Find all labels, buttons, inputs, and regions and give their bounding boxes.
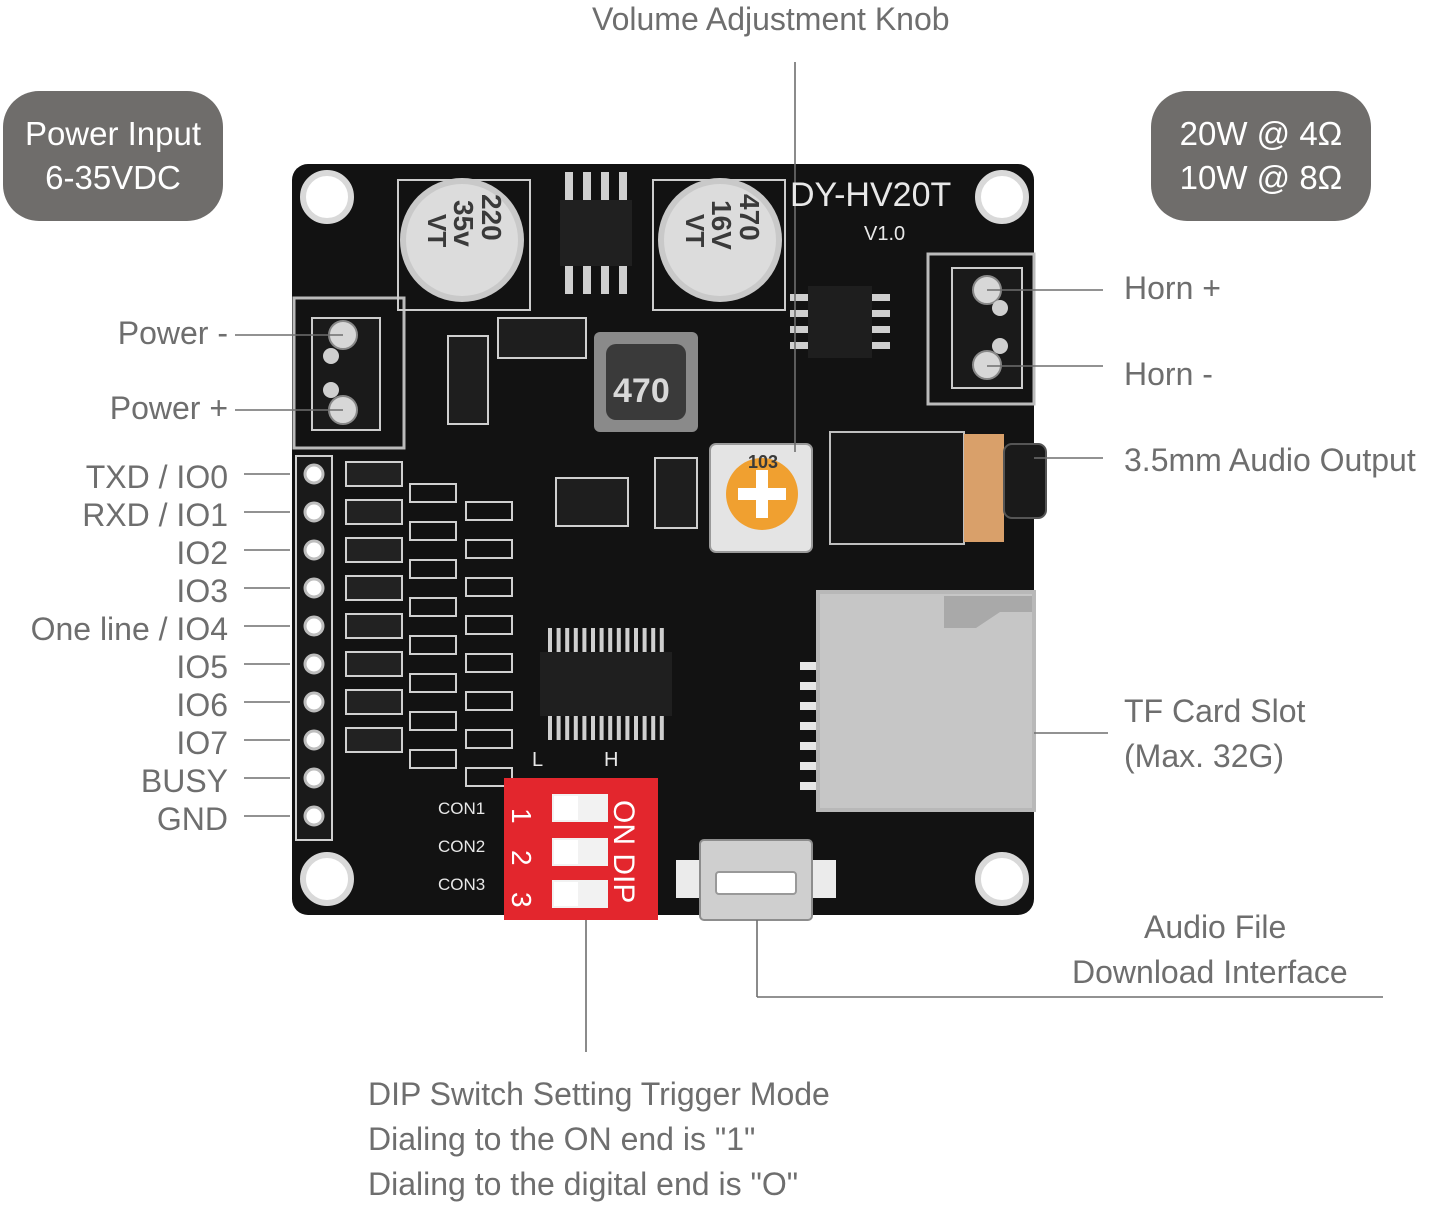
board-version: V1.0 <box>864 223 905 245</box>
cap-right-brand: VT <box>680 214 710 247</box>
pin-label-io5: IO5 <box>176 649 228 685</box>
download-interface-line1: Audio File <box>1144 909 1287 945</box>
dip-2-label: 2 <box>506 850 537 866</box>
inductor <box>594 332 698 432</box>
volume-potentiometer <box>709 443 813 553</box>
pcb-board <box>292 164 1034 915</box>
regulator-small <box>654 457 698 529</box>
header-pin <box>303 729 325 751</box>
cap-right-value: 470 <box>734 194 765 241</box>
con1-label: CON1 <box>438 799 485 818</box>
pin-label-io7: IO7 <box>176 725 228 761</box>
power-input-title: Power Input <box>24 115 202 152</box>
mounting-holes <box>300 170 1029 906</box>
pin-label-io6: IO6 <box>176 687 228 723</box>
dip-description-line3: Dialing to the digital end is "O" <box>368 1166 799 1202</box>
pin-label-busy: BUSY <box>140 763 228 799</box>
horn-terminal <box>926 252 1036 406</box>
con3-label: CON3 <box>438 875 485 894</box>
inductor-label: 470 <box>613 372 670 410</box>
regulator <box>497 317 587 359</box>
pin-header <box>295 455 333 841</box>
header-pin <box>303 691 325 713</box>
tf-slot-label: TF Card Slot <box>1124 693 1306 729</box>
volume-knob-label: Volume Adjustment Knob <box>592 1 950 37</box>
audio-jack <box>829 431 1047 545</box>
resistor-array <box>345 461 513 787</box>
download-interface-line2: Download Interface <box>1072 954 1348 990</box>
pot-label: 103 <box>748 452 778 472</box>
power-input-badge: Power Input 6-35VDC <box>3 91 223 221</box>
header-pin <box>303 501 325 523</box>
tf-card-slot <box>800 590 1036 812</box>
cap-left-brand: VT <box>422 214 452 247</box>
pin-label-txd-io0: TXD / IO0 <box>85 459 228 495</box>
amplifier-ic <box>790 286 890 358</box>
power-rating-badge: 20W @ 4Ω 10W @ 8Ω <box>1151 91 1371 221</box>
dip-header-h: H <box>604 749 618 771</box>
cap-right-voltage: 16V <box>706 200 737 250</box>
con2-label: CON2 <box>438 837 485 856</box>
diode <box>447 335 489 425</box>
micro-usb-port <box>676 839 836 921</box>
power-terminal <box>292 296 406 450</box>
transistor <box>555 477 629 527</box>
cap-left-voltage: 35v <box>448 200 479 247</box>
dip-1-label: 1 <box>506 808 537 824</box>
power-rating-8ohm: 10W @ 8Ω <box>1179 159 1343 196</box>
board-model: DY-HV20T <box>790 176 951 214</box>
power-minus-label: Power - <box>117 315 228 351</box>
main-chip <box>540 628 672 740</box>
dip-description-line2: Dialing to the ON end is "1" <box>368 1121 756 1157</box>
pin-label-io3: IO3 <box>176 573 228 609</box>
dip-description-line1: DIP Switch Setting Trigger Mode <box>368 1076 830 1112</box>
horn-plus-label: Horn + <box>1124 270 1221 306</box>
header-pin <box>303 615 325 637</box>
horn-minus-label: Horn - <box>1124 356 1213 392</box>
power-rating-4ohm: 20W @ 4Ω <box>1179 115 1343 152</box>
pin-label-rxd-io1: RXD / IO1 <box>82 497 228 533</box>
audio-output-label: 3.5mm Audio Output <box>1124 442 1416 478</box>
capacitor-left <box>397 178 531 311</box>
header-pin <box>303 539 325 561</box>
header-pin <box>303 577 325 599</box>
dip-on-label: ON DIP <box>607 800 640 903</box>
dip-3-label: 3 <box>506 892 537 908</box>
top-ic <box>560 172 632 294</box>
pin-label-io2: IO2 <box>176 535 228 571</box>
header-pin <box>303 463 325 485</box>
header-pin <box>303 767 325 789</box>
header-pin <box>303 653 325 675</box>
tf-slot-capacity: (Max. 32G) <box>1124 738 1285 774</box>
power-plus-label: Power + <box>109 390 228 426</box>
dip-header-l: L <box>532 749 543 771</box>
capacitor-right <box>652 178 786 311</box>
cap-left-value: 220 <box>476 194 507 241</box>
power-input-voltage: 6-35VDC <box>45 159 181 196</box>
dip-switch <box>504 778 658 920</box>
header-pin <box>303 805 325 827</box>
pin-label-one-line-io4: One line / IO4 <box>30 611 228 647</box>
pin-label-gnd: GND <box>156 801 228 837</box>
